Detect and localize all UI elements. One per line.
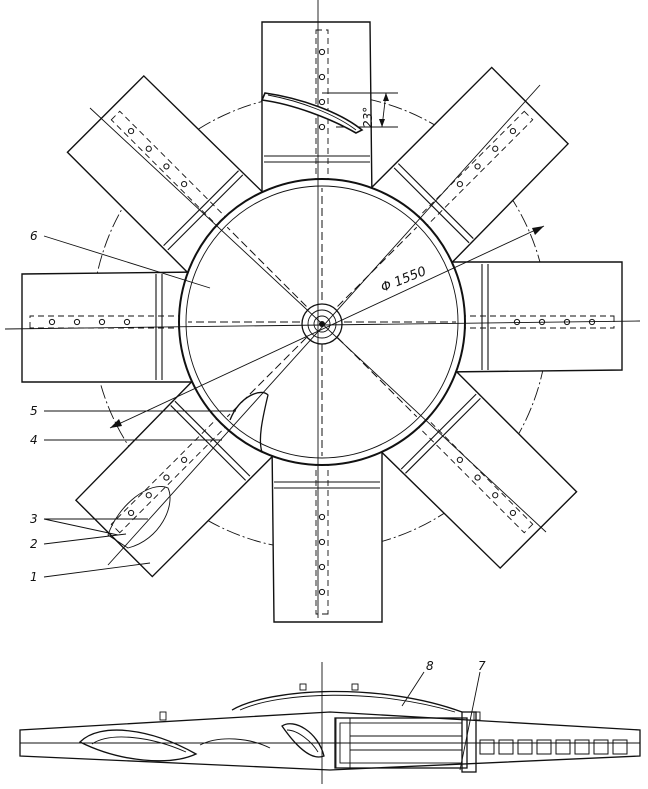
pipe-segments — [479, 739, 628, 755]
blade-5 — [271, 441, 383, 623]
pipe-segment — [479, 739, 495, 755]
pipe-segment — [593, 739, 609, 755]
drum-inner — [185, 185, 459, 459]
pipe-segment — [517, 739, 533, 755]
callout-6: 6 — [30, 229, 38, 243]
pipe-segment — [498, 739, 514, 755]
horizontal-axis — [4, 320, 641, 330]
inlet-cutout — [229, 391, 269, 453]
spoke-8 — [226, 226, 307, 307]
diameter-dimension-line — [109, 225, 545, 429]
nozzle-slot — [260, 92, 364, 134]
internal-spokes — [188, 188, 456, 456]
spoke-6 — [226, 337, 307, 418]
callout-7: 7 — [478, 659, 486, 673]
callout-8: 8 — [426, 659, 434, 673]
callout-5: 5 — [30, 404, 38, 418]
callout-3: 3 — [30, 512, 38, 526]
side-view: 8 7 — [19, 659, 641, 784]
pipe-segment — [536, 739, 552, 755]
blade-3 — [441, 261, 623, 373]
blade-7 — [21, 271, 203, 383]
spoke-2 — [337, 226, 418, 307]
callout-2: 2 — [30, 537, 38, 551]
pipe-segment — [612, 739, 628, 755]
leader-lines — [43, 235, 236, 578]
angle-label: 23° — [361, 107, 375, 128]
callout-1: 1 — [30, 570, 38, 584]
outlet-cap — [107, 486, 171, 549]
angle-annotation: 23° — [322, 92, 398, 128]
plan-view: Φ 1550 23° 6 — [4, 0, 641, 623]
callout-4: 4 — [30, 433, 38, 447]
pipe-segment — [555, 739, 571, 755]
pipe-segment — [574, 739, 590, 755]
